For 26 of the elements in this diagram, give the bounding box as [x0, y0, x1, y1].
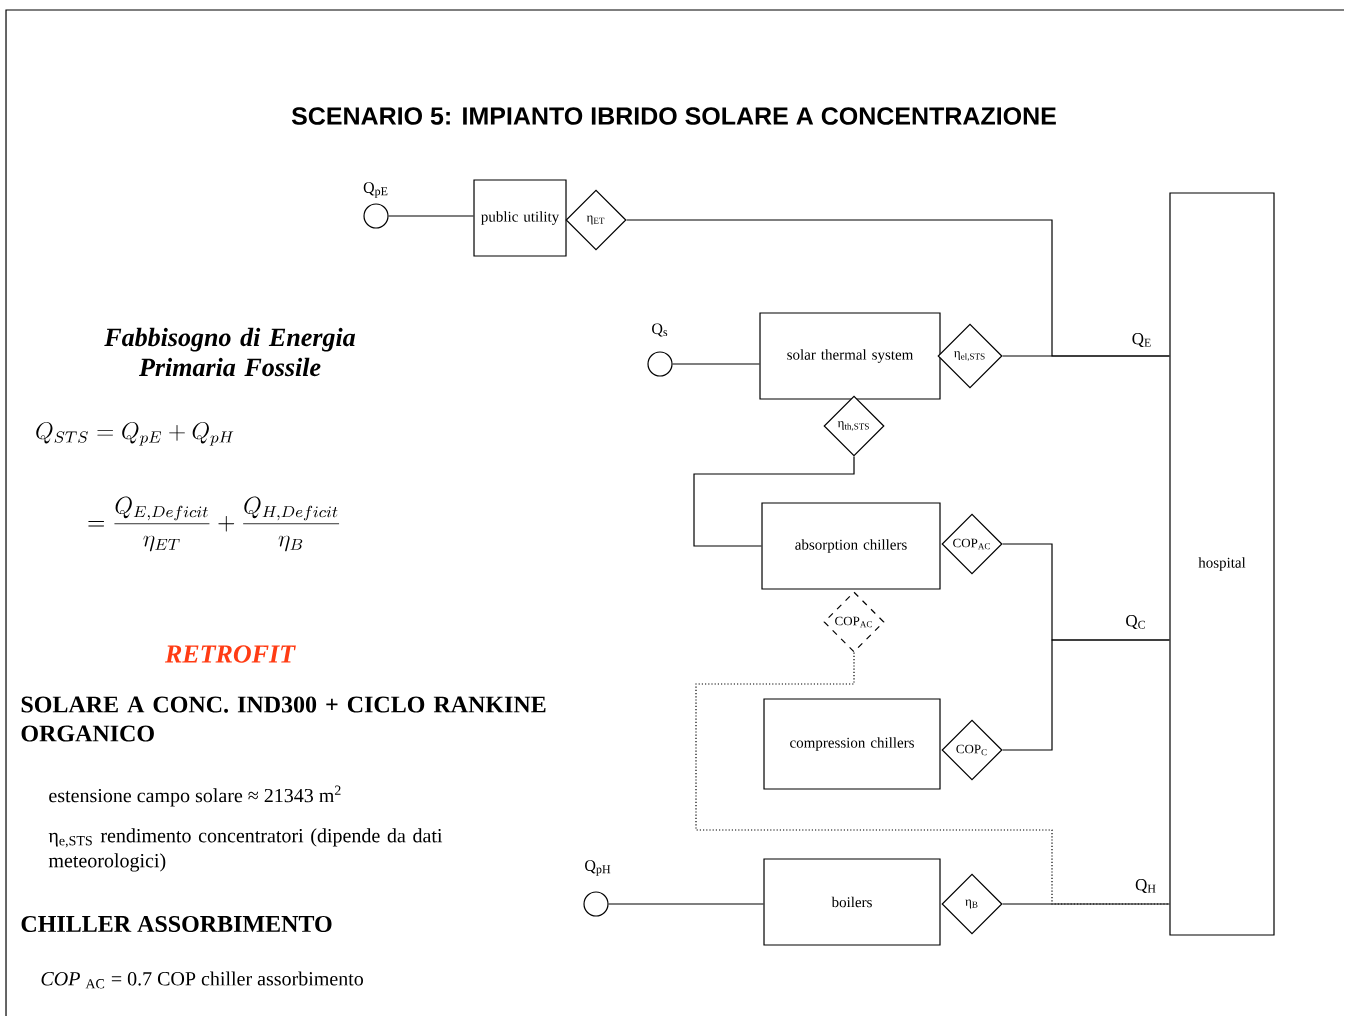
heading: SOLARE A CONC. IND300 + CICLO RANKINE ORGANICO — [21, 696, 546, 742]
heading: CHILLER ASSORBIMENTO — [21, 915, 332, 933]
flow-line — [1002, 903, 1170, 905]
formula: $Q_{STS} = Q_{pE} + Q_{pH}$ — [36, 421, 234, 446]
flow-line — [388, 215, 474, 217]
note: estensione campo solare ≈ 21343 m$^{2}$ — [49, 785, 341, 807]
input-circle — [583, 891, 609, 917]
note: COP $_{AC}$ = 0.7 COP chiller assorbimento — [41, 971, 364, 989]
flow-label: Q$_{pH}$ — [585, 860, 611, 876]
edge-label: Q$_{C}$ — [1126, 615, 1145, 629]
title: SCENARIO 5: IMPIANTO IBRIDO SOLARE A CONCENTRAZIONE — [291, 107, 1056, 125]
flow-label: Q$_{pE}$ — [363, 182, 388, 198]
formula: $= \frac{Q_{E,Deficit}}{\eta_{ET}} + \frac{Q_{H,Deficit}}{\eta_{B}}$ — [88, 496, 340, 552]
flow-line — [1002, 639, 1170, 751]
heading: Fabbisogno di Energia Primaria Fossile — [104, 327, 356, 377]
flow-line — [1002, 355, 1170, 357]
flow-line — [672, 363, 760, 365]
input-circle — [363, 203, 389, 229]
note: η$_{e,STS}$ rendimento concentratori (dipende da dati meteorologici) — [48, 828, 443, 872]
flow-line — [693, 456, 855, 547]
edge-label: Q$_{E}$ — [1132, 333, 1151, 347]
heading: RETROFIT — [164, 645, 296, 663]
flow-line — [608, 903, 764, 905]
edge-label: Q$_{H}$ — [1135, 878, 1156, 893]
input-circle — [647, 351, 673, 377]
flow-label: Q$_{s}$ — [652, 323, 668, 337]
